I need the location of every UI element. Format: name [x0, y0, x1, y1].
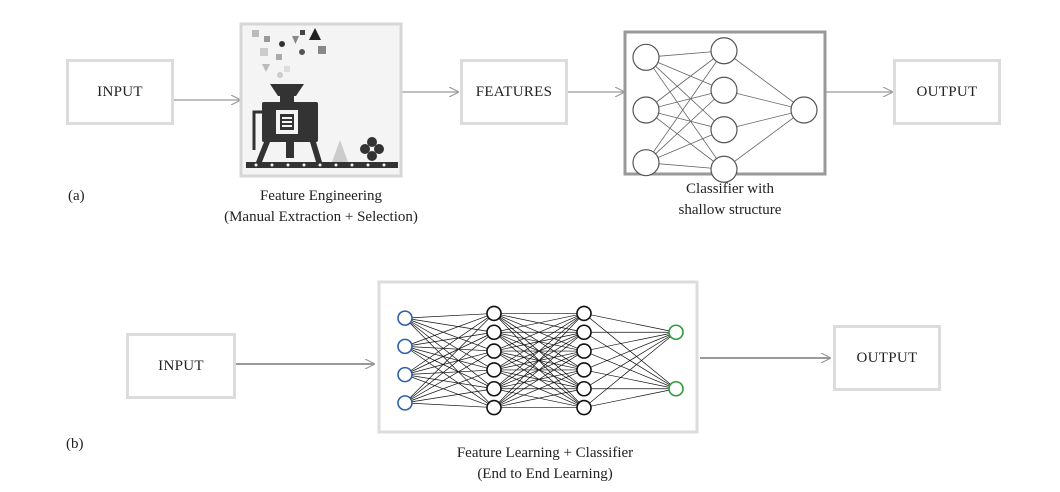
hidden-node — [486, 324, 502, 341]
network-edge — [583, 313, 677, 333]
network-edge — [583, 331, 677, 408]
network-edge — [404, 350, 495, 375]
deep-learning-caption-line2: (End to End Learning) — [477, 466, 613, 482]
hidden-node — [486, 362, 502, 378]
input-node — [397, 366, 413, 383]
hidden-node — [576, 399, 592, 416]
output-box-a: OUTPUT — [893, 59, 1001, 125]
deep-learning-caption: Feature Learning + Classifier (End to En… — [400, 443, 690, 485]
network-edge — [493, 388, 585, 408]
hidden-node — [486, 343, 502, 359]
network-edge — [404, 388, 495, 404]
feature-engineering-machine-icon — [239, 22, 403, 178]
panel-label-a: (a) — [68, 188, 85, 204]
network-edge — [645, 89, 725, 163]
feature-engineering-caption-line2: (Manual Extraction + Selection) — [224, 209, 418, 225]
input-label-b: INPUT — [158, 357, 204, 374]
hidden-node — [710, 116, 738, 144]
output-label-b: OUTPUT — [856, 349, 918, 366]
classifier-caption-line1: Classifier with — [686, 181, 774, 197]
network-edge — [404, 313, 495, 375]
features-label: FEATURES — [475, 83, 553, 100]
classifier-caption: Classifier with shallow structure — [630, 179, 830, 221]
network-edge — [583, 331, 677, 390]
network-edge — [583, 388, 677, 408]
network-edge — [583, 369, 677, 390]
network-edge — [493, 313, 585, 371]
network-edge — [493, 313, 585, 408]
network-edge — [645, 50, 725, 163]
hidden-node — [710, 37, 738, 65]
feature-engineering-caption: Feature Engineering (Manual Extraction +… — [190, 186, 452, 228]
hidden-node — [576, 324, 592, 341]
input-node — [397, 338, 413, 355]
input-box-a: INPUT — [66, 59, 174, 125]
network-edge — [404, 313, 495, 347]
network-edge — [493, 331, 585, 408]
network-edge — [583, 331, 677, 371]
network-edge — [404, 331, 495, 404]
output-label-a: OUTPUT — [916, 83, 978, 100]
hidden-node — [576, 305, 592, 322]
hidden-node — [710, 155, 738, 183]
network-edge — [404, 374, 495, 390]
network-edge — [493, 350, 585, 408]
network-edge — [404, 346, 495, 352]
hidden-node — [576, 362, 592, 378]
network-edge — [723, 89, 805, 111]
network-edge — [723, 109, 805, 131]
hidden-node — [486, 399, 502, 416]
network-edge — [404, 331, 495, 347]
hidden-node — [576, 380, 592, 397]
network-edge — [404, 331, 495, 375]
network-edge — [645, 56, 725, 91]
input-node — [632, 149, 660, 177]
classifier-caption-line2: shallow structure — [678, 202, 782, 218]
network-edge — [645, 57, 725, 131]
panel-label-b: (b) — [66, 436, 84, 452]
input-box-b: INPUT — [126, 333, 236, 399]
input-node — [632, 96, 660, 124]
network-edge — [723, 109, 805, 170]
network-edge — [404, 374, 495, 408]
network-edge — [645, 57, 725, 170]
feature-engineering-caption-line1: Feature Engineering — [259, 188, 383, 204]
output-node — [668, 380, 684, 397]
input-label-a: INPUT — [97, 83, 143, 100]
hidden-node — [576, 343, 592, 359]
deep-network-frame — [377, 280, 699, 434]
network-edge — [493, 313, 585, 333]
network-edge — [493, 313, 585, 352]
hidden-node — [486, 305, 502, 322]
input-node — [632, 43, 660, 71]
network-edge — [404, 350, 495, 404]
network-edge — [404, 402, 495, 408]
input-node — [397, 310, 413, 326]
deep-learning-caption-line1: Feature Learning + Classifier — [456, 445, 634, 461]
hidden-node — [486, 380, 502, 397]
network-edge — [404, 317, 495, 352]
network-edge — [404, 317, 495, 333]
shallow-network — [632, 37, 818, 183]
network-edge — [404, 313, 495, 404]
output-box-b: OUTPUT — [833, 325, 941, 391]
network-edge — [493, 313, 585, 390]
network-edge — [645, 129, 725, 164]
network-edge — [404, 313, 495, 319]
input-node — [397, 395, 413, 411]
network-edge — [404, 369, 495, 404]
network-edge — [583, 331, 677, 352]
hidden-node — [710, 76, 738, 104]
deep-network — [397, 305, 684, 416]
output-node — [668, 324, 684, 341]
network-edge — [645, 109, 725, 170]
network-edge — [493, 369, 585, 408]
network-edge — [404, 369, 495, 375]
network-edge — [723, 50, 805, 111]
features-box: FEATURES — [460, 59, 568, 125]
output-node — [790, 96, 818, 124]
network-edge — [645, 50, 725, 111]
